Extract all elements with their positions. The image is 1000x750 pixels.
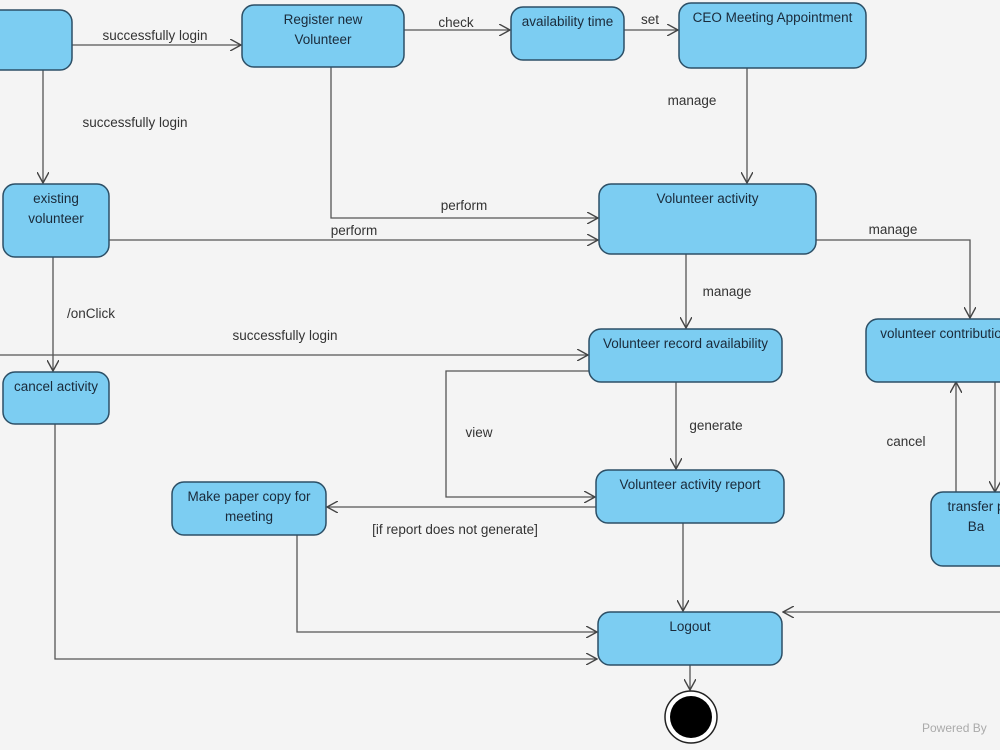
state-box (595, 469, 785, 524)
state-label: availability time (522, 14, 614, 29)
state-box (678, 2, 867, 69)
state-existing[interactable]: existing volunteer (2, 183, 110, 258)
state-label: volunteer (28, 211, 84, 226)
transition-arrow (445, 370, 595, 497)
state-label: Ba (968, 519, 985, 534)
state-box (171, 481, 327, 536)
state-activity[interactable]: Volunteer activity (598, 183, 817, 255)
state-report[interactable]: Volunteer activity report (595, 469, 785, 524)
state-box (2, 371, 110, 425)
state-paper[interactable]: Make paper copy for meeting (171, 481, 327, 536)
state-box (597, 611, 783, 666)
state-box (2, 183, 110, 258)
transition-label: manage (703, 284, 752, 299)
transition-arrow (296, 535, 597, 632)
state-label: meeting (225, 509, 273, 524)
transition-label: set (641, 12, 659, 27)
state-box (930, 491, 1000, 567)
state-ceo[interactable]: CEO Meeting Appointment (678, 2, 867, 69)
state-box (0, 9, 73, 71)
transition-label: manage (668, 93, 717, 108)
transition-label: perform (331, 223, 378, 238)
transition-label: cancel (886, 434, 925, 449)
transition-label: perform (441, 198, 488, 213)
transition-label: successfully login (102, 28, 207, 43)
state-record[interactable]: Volunteer record availability (588, 328, 783, 383)
transition-arrow (54, 424, 597, 659)
state-logout[interactable]: Logout (597, 611, 783, 666)
state-label: Register new (284, 12, 363, 27)
powered-by-text: Powered By (922, 721, 987, 735)
transition-label: successfully login (82, 115, 187, 130)
state-box (588, 328, 783, 383)
final-state (664, 690, 718, 744)
transition-label: [if report does not generate] (372, 522, 538, 537)
state-cancel[interactable]: cancel activity (2, 371, 110, 425)
state-label: volunteer contributio (880, 326, 1000, 341)
transition-label: manage (869, 222, 918, 237)
state-login[interactable] (0, 9, 73, 71)
state-label: Logout (669, 619, 711, 634)
state-label: Volunteer (294, 32, 352, 47)
state-box (510, 6, 625, 61)
state-label: Make paper copy for (187, 489, 311, 504)
state-label: cancel activity (14, 379, 98, 394)
transition-arrow (816, 239, 970, 318)
state-contribution[interactable]: volunteer contributio (865, 318, 1000, 383)
transition-label: generate (689, 418, 742, 433)
state-box (598, 183, 817, 255)
state-box (241, 4, 405, 68)
transition-label: /onClick (67, 306, 115, 321)
transition-label: successfully login (232, 328, 337, 343)
state-transfer[interactable]: transfer p Ba (930, 491, 1000, 567)
state-label: Volunteer activity (656, 191, 758, 206)
state-label: Volunteer record availability (603, 336, 768, 351)
transition-label: view (465, 425, 492, 440)
state-availability[interactable]: availability time (510, 6, 625, 61)
state-box (865, 318, 1000, 383)
state-label: Volunteer activity report (619, 477, 760, 492)
state-label: existing (33, 191, 79, 206)
state-label: transfer p (947, 499, 1000, 514)
transition-label: check (438, 15, 474, 30)
state-label: CEO Meeting Appointment (693, 10, 853, 25)
transition-arrow (330, 67, 598, 218)
